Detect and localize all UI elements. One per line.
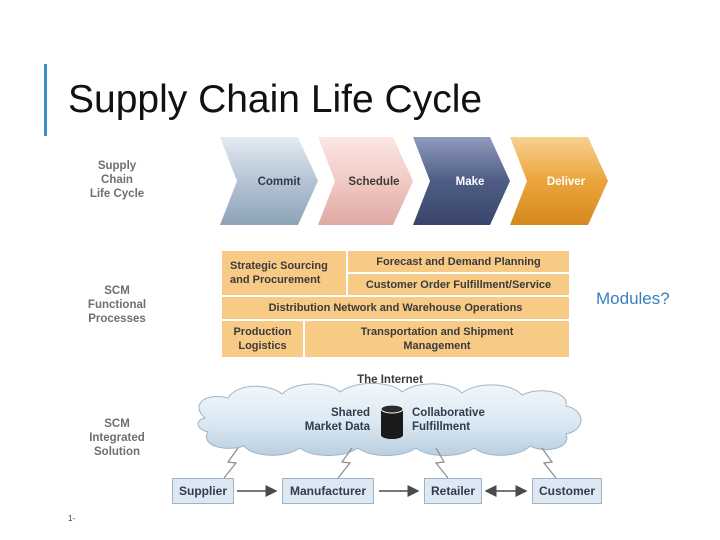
- supplier-box: Supplier: [172, 478, 234, 504]
- functional-label-line-3: Processes: [88, 313, 146, 325]
- lifecycle-label-line-1: Supply: [97, 160, 137, 172]
- make-chevron: [413, 137, 510, 225]
- shared-line-2: Market Data: [304, 421, 370, 433]
- internet-label: The Internet: [357, 374, 423, 386]
- connector-customer: [541, 447, 557, 479]
- production-line-1: Production: [233, 326, 292, 338]
- functional-label-line-1: SCM: [104, 285, 130, 297]
- lifecycle-label-line-3: Life Cycle: [89, 188, 145, 200]
- transportation-box: Transportation and Shipment Management: [304, 320, 570, 358]
- production-logistics-box: Production Logistics: [221, 320, 304, 358]
- production-line-2: Logistics: [238, 340, 287, 352]
- forecast-demand-label: Forecast and Demand Planning: [376, 255, 541, 268]
- forecast-demand-box: Forecast and Demand Planning: [347, 250, 570, 273]
- collaborative-line-2: Fulfillment: [412, 421, 471, 433]
- customer-box: Customer: [532, 478, 602, 504]
- retailer-box: Retailer: [424, 478, 482, 504]
- slide-title: Supply Chain Life Cycle: [68, 78, 483, 121]
- integrated-label-line-3: Solution: [94, 446, 140, 458]
- shared-line-1: Shared: [331, 407, 370, 419]
- commit-label: Commit: [258, 176, 301, 188]
- retailer-label: Retailer: [430, 484, 476, 498]
- collaborative-fulfillment-label: Collaborative Fulfillment: [412, 406, 502, 434]
- collaborative-line-1: Collaborative: [412, 407, 485, 419]
- slide-number: 1-: [68, 514, 76, 523]
- make-label: Make: [456, 176, 485, 188]
- integrated-label-line-1: SCM: [104, 418, 130, 430]
- functional-label-line-2: Functional: [87, 299, 147, 311]
- integrated-label-line-2: Integrated: [89, 432, 145, 444]
- distribution-label: Distribution Network and Warehouse Opera…: [268, 302, 523, 314]
- connector-retailer: [434, 447, 449, 479]
- connector-supplier: [223, 447, 239, 479]
- commit-chevron: [220, 137, 318, 225]
- order-fulfillment-box: Customer Order Fulfillment/Service: [347, 273, 570, 296]
- transportation-line-1: Transportation and Shipment: [360, 326, 514, 338]
- database-icon: [380, 404, 404, 439]
- deliver-chevron: [510, 137, 608, 225]
- functional-row-label: SCM Functional Processes: [67, 284, 167, 326]
- supplier-label: Supplier: [178, 484, 227, 498]
- deliver-label: Deliver: [547, 176, 586, 188]
- strategic-sourcing-line-1: Strategic Sourcing: [230, 260, 328, 272]
- lifecycle-label-line-2: Chain: [101, 174, 133, 186]
- customer-label: Customer: [538, 484, 595, 498]
- title-accent-bar: [44, 64, 47, 136]
- schedule-chevron: [318, 137, 413, 225]
- order-fulfillment-label: Customer Order Fulfillment/Service: [365, 278, 552, 291]
- manufacturer-box: Manufacturer: [282, 478, 374, 504]
- strategic-sourcing-box: Strategic Sourcing and Procurement: [221, 250, 347, 296]
- integrated-row-label: SCM Integrated Solution: [67, 417, 167, 459]
- connector-manufacturer: [337, 447, 353, 479]
- shared-market-data-label: Shared Market Data: [300, 406, 370, 434]
- schedule-label: Schedule: [348, 176, 399, 188]
- modules-note: Modules?: [596, 289, 670, 308]
- transportation-line-2: Management: [403, 340, 471, 352]
- strategic-sourcing-line-2: and Procurement: [230, 274, 321, 286]
- distribution-box: Distribution Network and Warehouse Opera…: [221, 296, 570, 320]
- manufacturer-label: Manufacturer: [289, 484, 366, 498]
- lifecycle-row-label: Supply Chain Life Cycle: [67, 159, 167, 201]
